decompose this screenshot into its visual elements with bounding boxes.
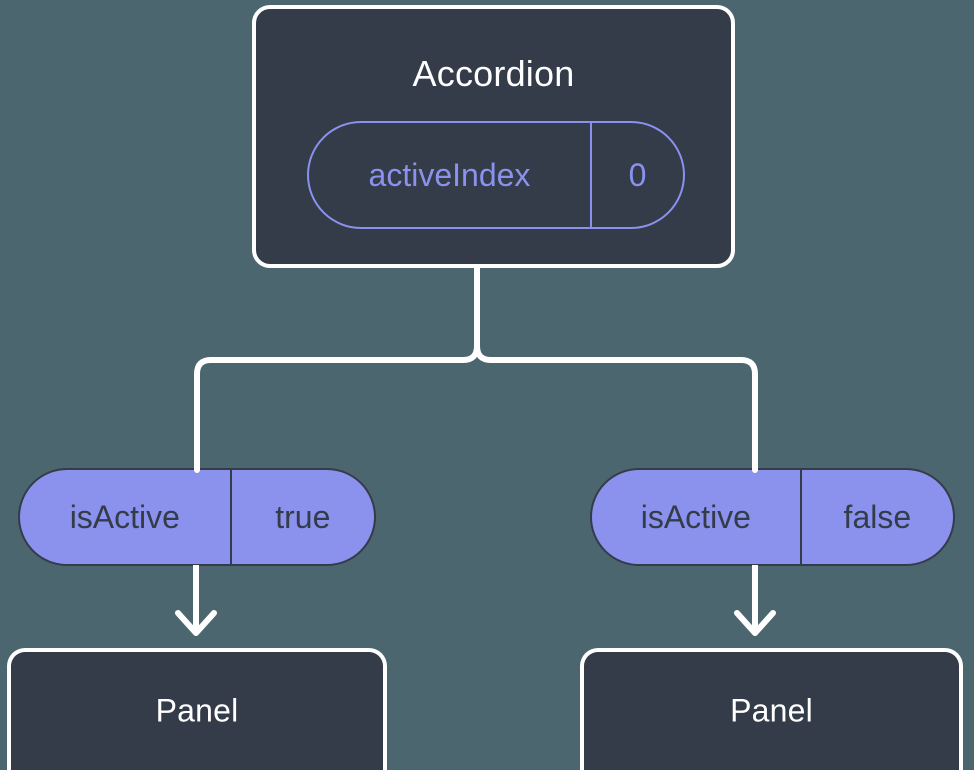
state-pill-key: activeIndex — [309, 123, 592, 227]
connector-split-right — [474, 343, 758, 473]
node-panel-right[interactable]: Panel — [580, 648, 963, 770]
accordion-title: Accordion — [412, 53, 575, 94]
prop-pill-left-key: isActive — [20, 470, 232, 564]
arrow-right-head-icon — [734, 610, 776, 636]
connector-split-left — [194, 343, 480, 473]
prop-pill-right-key: isActive — [592, 470, 802, 564]
arrow-left-head-icon — [175, 610, 217, 636]
prop-pill-right-is-active[interactable]: isActive false — [590, 468, 955, 566]
state-pill-active-index[interactable]: activeIndex 0 — [307, 121, 685, 229]
prop-pill-left-value: true — [275, 498, 331, 535]
prop-pill-right-value: false — [843, 498, 912, 535]
node-accordion[interactable]: Accordion activeIndex 0 — [252, 5, 735, 268]
state-pill-value: 0 — [628, 156, 647, 193]
panel-right-title: Panel — [730, 692, 813, 729]
node-panel-left[interactable]: Panel — [7, 648, 387, 770]
panel-left-title: Panel — [155, 692, 239, 729]
